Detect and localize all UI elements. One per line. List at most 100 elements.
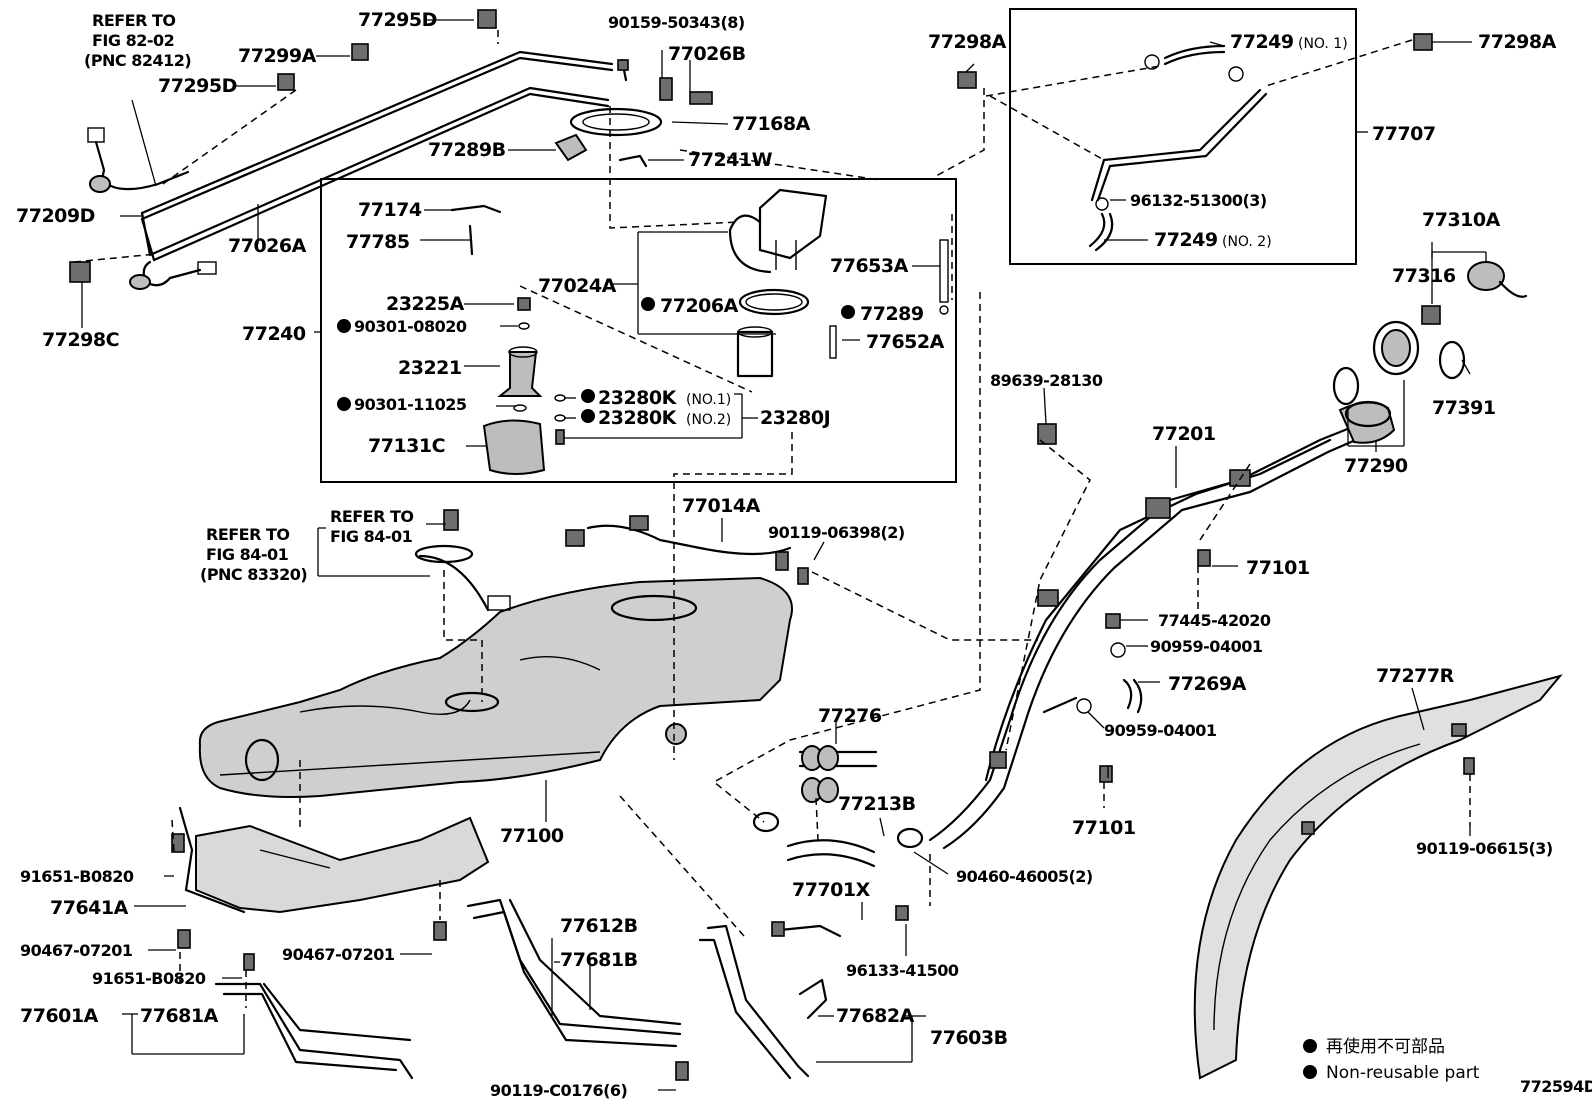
label-90959-04001-lower: 90959-04001: [1104, 721, 1217, 740]
protector-drawing: [171, 806, 490, 971]
label-77100: 77100: [500, 825, 564, 847]
label-77601A: 77601A: [20, 1005, 99, 1027]
fuel-filter-icon: [736, 330, 774, 378]
legend-dot-1: [1303, 1039, 1317, 1053]
legend: 再使用不可部品 Non-reusable part: [1303, 1036, 1480, 1083]
hoses-drawing: [665, 423, 1211, 938]
label-23225A: 23225A: [386, 293, 465, 315]
ref-b-top-line1: REFER TO: [330, 507, 414, 526]
label-77249-no1-note: (NO. 1): [1298, 36, 1348, 52]
label-96132-51300: 96132-51300(3): [1130, 191, 1267, 210]
label-77612B: 77612B: [560, 915, 638, 937]
ref-b-top-line2: FIG 84-01: [330, 527, 413, 546]
label-91651-B0820-upper: 91651-B0820: [20, 867, 134, 886]
label-77289: 77289: [860, 303, 924, 325]
label-77241W: 77241W: [688, 149, 773, 171]
label-77249-no2: 77249: [1154, 229, 1218, 251]
label-77682A: 77682A: [836, 1005, 915, 1027]
label-77701X: 77701X: [792, 879, 871, 901]
fuel-lines-drawing: [69, 9, 713, 290]
legend-dot-2: [1303, 1065, 1317, 1079]
label-77707: 77707: [1372, 123, 1436, 145]
label-77681B: 77681B: [560, 949, 638, 971]
label-77174: 77174: [358, 199, 422, 221]
vent-hose-box: [1009, 8, 1357, 265]
label-77298A-left: 77298A: [928, 31, 1007, 53]
tank-opening-icon: [610, 594, 698, 622]
label-23280J: 23280J: [760, 407, 830, 429]
legend-line-english: Non-reusable part: [1326, 1063, 1480, 1083]
label-90460-46005: 90460-46005(2): [956, 867, 1093, 886]
label-77445-42020: 77445-42020: [1158, 611, 1271, 630]
fuel-pump-drawing: [450, 188, 949, 475]
label-77681A: 77681A: [140, 1005, 219, 1027]
filler-pipe-drawing: [928, 400, 1396, 850]
label-89639-28130: 89639-28130: [990, 371, 1103, 390]
fuel-pump-assembly-box: [320, 178, 957, 483]
label-77026B: 77026B: [668, 43, 746, 65]
label-77316: 77316: [1392, 265, 1456, 287]
legend-line-japanese: 再使用不可部品: [1326, 1036, 1445, 1057]
fuel-cap-icon: [1467, 261, 1505, 291]
label-23280K-no1-note: (NO.1): [686, 392, 731, 408]
label-77201: 77201: [1152, 423, 1216, 445]
diagram-id: 772594D: [1520, 1077, 1592, 1096]
ref-b-left-line3: (PNC 83320): [200, 565, 307, 584]
label-91651-B0820-lower: 91651-B0820: [92, 969, 206, 988]
label-23280K-no2: 23280K: [598, 407, 678, 429]
label-77209D: 77209D: [16, 205, 95, 227]
leader-lines: [81, 19, 1487, 1091]
nonreusable-dot-77206A: [641, 297, 655, 311]
label-77298A-right: 77298A: [1478, 31, 1557, 53]
label-90467-07201-left: 90467-07201: [20, 941, 133, 960]
label-90159-50343: 90159-50343(8): [608, 13, 745, 32]
label-77785: 77785: [346, 231, 410, 253]
fender-liner-drawing: [1193, 674, 1563, 1080]
ref-b-left-line2: FIG 84-01: [206, 545, 289, 564]
label-77298C: 77298C: [42, 329, 119, 351]
label-77289B: 77289B: [428, 139, 506, 161]
label-90119-06615: 90119-06615(3): [1416, 839, 1553, 858]
label-77641A: 77641A: [50, 897, 129, 919]
label-77101-upper: 77101: [1246, 557, 1310, 579]
connector-clip-icon: [87, 127, 105, 143]
label-77295D-top: 77295D: [358, 9, 437, 31]
label-77213B: 77213B: [838, 793, 916, 815]
label-77249-no2-note: (NO. 2): [1222, 234, 1272, 250]
label-77290: 77290: [1344, 455, 1408, 477]
fuel-tank-drawing: [198, 509, 809, 798]
dashed-callouts: [73, 30, 1471, 1008]
refer-note-fig84: REFER TO FIG 84-01 REFER TO FIG 84-01 (P…: [200, 507, 414, 584]
clip-77295D-icon: [277, 73, 295, 91]
label-77131C: 77131C: [368, 435, 445, 457]
label-90301-08020: 90301-08020: [354, 317, 467, 336]
label-96133-41500: 96133-41500: [846, 961, 959, 980]
retainer-ring-icon: [569, 107, 663, 137]
label-23221: 23221: [398, 357, 462, 379]
label-77024A: 77024A: [538, 275, 617, 297]
label-90119-06398: 90119-06398(2): [768, 523, 905, 542]
ref-a-line1: REFER TO: [92, 11, 176, 30]
label-77101-lower: 77101: [1072, 817, 1136, 839]
ref-a-line2: FIG 82-02: [92, 31, 174, 50]
label-77391: 77391: [1432, 397, 1496, 419]
label-23280K-no2-note: (NO.2): [686, 412, 731, 428]
label-77276: 77276: [818, 705, 882, 727]
part-labels: 77295D 90159-50343(8) 77299A 77026B 7729…: [16, 9, 1557, 1100]
label-90959-04001-upper: 90959-04001: [1150, 637, 1263, 656]
label-77269A: 77269A: [1168, 673, 1247, 695]
label-77603B: 77603B: [930, 1027, 1008, 1049]
label-77249-no1: 77249: [1230, 31, 1294, 53]
tank-bands-drawing: [214, 898, 828, 1081]
label-90119-C0176: 90119-C0176(6): [490, 1081, 627, 1099]
nonreusable-dot-23280K-1: [581, 389, 595, 403]
label-77026A: 77026A: [228, 235, 307, 257]
label-77240: 77240: [242, 323, 306, 345]
nonreusable-dot-77289: [841, 305, 855, 319]
label-77653A: 77653A: [830, 255, 909, 277]
label-90301-11025: 90301-11025: [354, 395, 467, 414]
label-77310A: 77310A: [1422, 209, 1501, 231]
label-77206A: 77206A: [660, 295, 739, 317]
label-90467-07201-right: 90467-07201: [282, 945, 395, 964]
